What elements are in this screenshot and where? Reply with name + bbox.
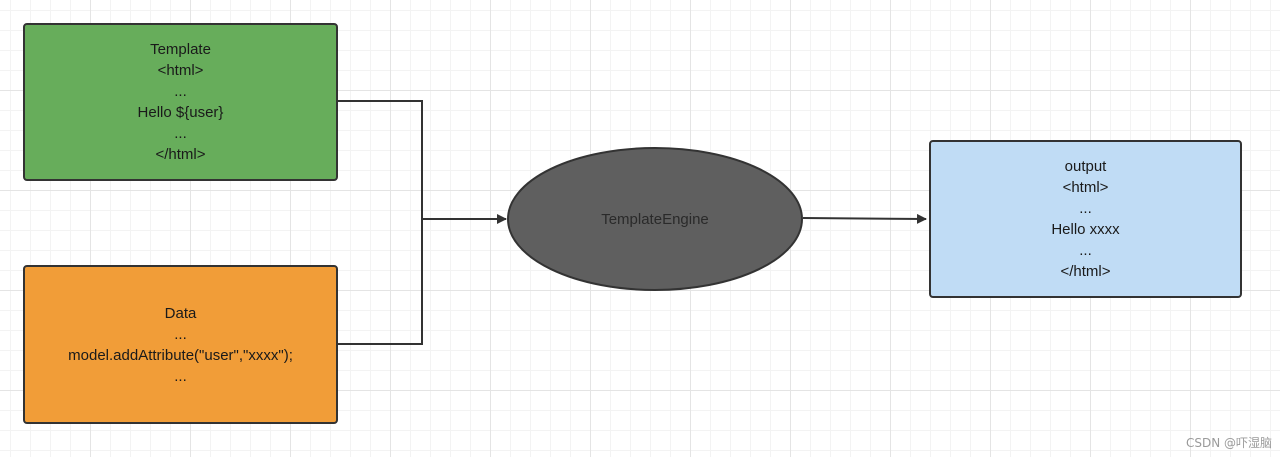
template-box: Template <html> ... Hello ${user} ... </… [23,23,338,181]
template-engine-label: TemplateEngine [601,211,709,228]
output-box: output <html> ... Hello xxxx ... </html> [929,140,1242,298]
watermark: CSDN @吓湿脑 [1185,436,1272,450]
template-box-line: ... [174,83,187,100]
output-box-title: output [1064,158,1107,175]
template-box-line: Hello ${user} [137,104,224,121]
output-box-line: <html> [1062,179,1109,196]
data-box-line: model.addAttribute("user","xxxx"); [68,346,293,364]
connector-template-to-junction [338,100,423,219]
output-box-line: Hello xxxx [1051,221,1120,238]
data-box-line: ... [174,325,187,343]
template-box-title: Template [150,41,211,58]
template-box-line: ... [174,125,187,142]
template-engine-node [507,147,803,291]
template-box-line: </html> [155,146,206,163]
output-box-line: </html> [1060,263,1111,280]
output-box-line: ... [1079,200,1092,217]
arrow-engine-to-output [802,213,927,224]
template-box-line: <html> [157,62,204,79]
data-box-line: ... [174,367,187,385]
data-box-title: Data [164,304,197,322]
connector-data-to-junction [338,219,423,345]
data-box: Data ... model.addAttribute("user","xxxx… [23,265,338,424]
output-box-line: ... [1079,242,1092,259]
